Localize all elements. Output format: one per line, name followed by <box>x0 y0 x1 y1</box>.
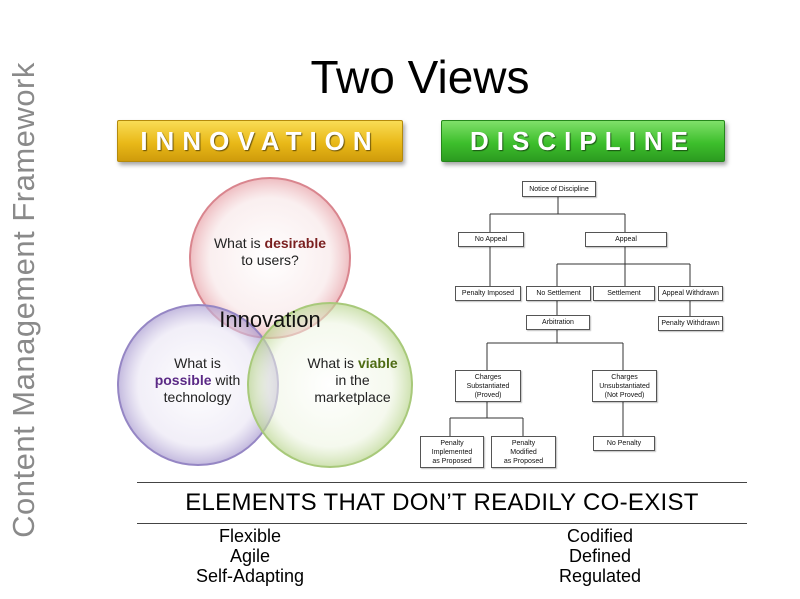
innovation-venn-diagram: What is desirable to users? What is poss… <box>110 175 430 470</box>
side-title: Content Management Framework <box>0 0 48 599</box>
trait-item: Flexible <box>218 526 282 546</box>
node-penalty-imposed: Penalty Imposed <box>455 286 521 301</box>
venn-circle-viable <box>247 302 413 468</box>
trait-item: Regulated <box>558 566 642 586</box>
innovation-traits-list: Flexible Agile Self-Adapting <box>150 526 350 586</box>
node-appeal: Appeal <box>585 232 667 247</box>
trait-item: Agile <box>229 546 271 566</box>
trait-item: Defined <box>568 546 632 566</box>
discipline-flowchart: Notice of Discipline No Appeal Appeal Pe… <box>420 178 730 470</box>
elements-heading-text: ELEMENTS THAT DON’T READILY CO-EXIST <box>185 489 699 516</box>
node-no-penalty: No Penalty <box>593 436 655 451</box>
node-notice-of-discipline: Notice of Discipline <box>522 181 596 197</box>
discipline-banner: DISCIPLINE <box>441 120 725 162</box>
side-title-text: Content Management Framework <box>6 62 41 538</box>
trait-item: Codified <box>566 526 634 546</box>
node-penalty-withdrawn: Penalty Withdrawn <box>658 316 723 331</box>
discipline-traits-list: Codified Defined Regulated <box>500 526 700 586</box>
trait-item: Self-Adapting <box>195 566 305 586</box>
page-title: Two Views <box>310 51 530 103</box>
venn-label-viable: What is viable in the marketplace <box>307 355 398 405</box>
node-arbitration: Arbitration <box>526 315 590 330</box>
venn-label-desirable: What is desirable to users? <box>213 235 327 268</box>
node-no-appeal: No Appeal <box>458 232 524 247</box>
venn-label-possible: What is possible with technology <box>154 355 241 405</box>
node-settlement: Settlement <box>593 286 655 301</box>
node-no-settlement: No Settlement <box>526 286 591 301</box>
innovation-banner-label: INNOVATION <box>140 125 380 156</box>
discipline-banner-label: DISCIPLINE <box>470 125 696 156</box>
venn-center-label: Innovation <box>219 307 321 332</box>
node-appeal-withdrawn: Appeal Withdrawn <box>658 286 723 301</box>
elements-heading: ELEMENTS THAT DON’T READILY CO-EXIST <box>137 482 747 524</box>
venn-circles <box>117 177 413 468</box>
innovation-banner: INNOVATION <box>117 120 403 162</box>
